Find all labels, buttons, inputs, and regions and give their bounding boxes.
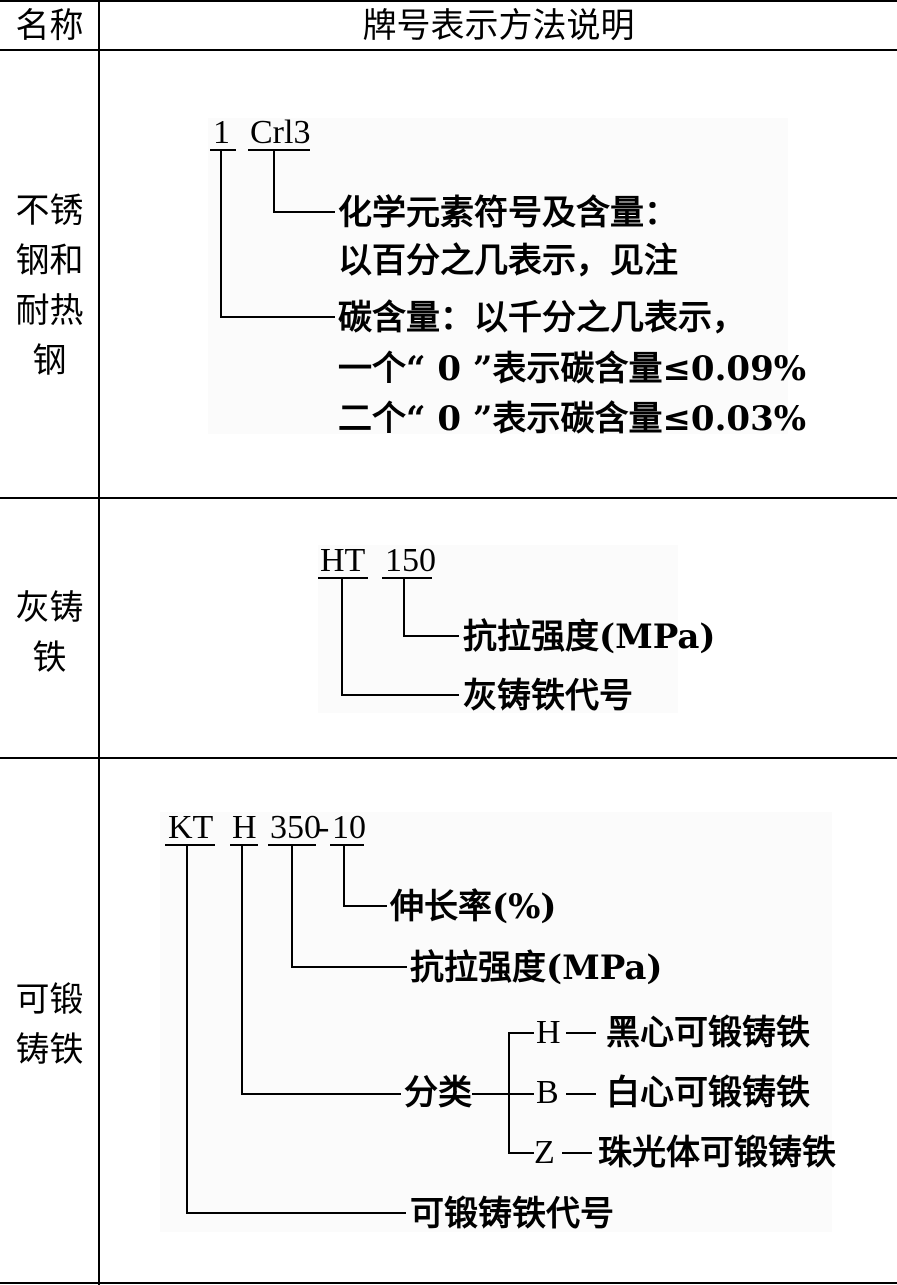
row2-tensile-label: 抗拉强度(MPa) bbox=[463, 617, 716, 657]
row1-connector bbox=[220, 316, 335, 318]
table-top-border bbox=[0, 0, 897, 2]
row1-element-note: 以百分之几表示，见注 bbox=[338, 241, 678, 281]
row1-code-part-1: 1 bbox=[213, 114, 230, 151]
row3-diagram-panel bbox=[160, 812, 832, 1232]
row2-connector bbox=[403, 635, 459, 637]
row3-connector bbox=[186, 1212, 406, 1214]
row2-code-label: 灰铸铁代号 bbox=[463, 676, 633, 716]
row3-underline-2 bbox=[230, 844, 258, 846]
row3-underline-1 bbox=[165, 844, 215, 846]
row2-underline-2 bbox=[382, 577, 432, 579]
row3-code-label: 可锻铸铁代号 bbox=[410, 1194, 614, 1234]
row3-bracket bbox=[508, 1152, 534, 1154]
row3-dash bbox=[562, 1152, 592, 1154]
row1-connector bbox=[273, 211, 335, 213]
row3-h-label: 黑心可锻铸铁 bbox=[606, 1013, 810, 1053]
row1-connector bbox=[273, 149, 275, 213]
row3-bracket bbox=[508, 1032, 534, 1034]
row2-connector bbox=[403, 577, 405, 637]
row3-code-part-3: 350 bbox=[270, 809, 321, 846]
row3-connector bbox=[291, 966, 407, 968]
row3-elongation-label: 伸长率(%) bbox=[390, 887, 557, 927]
table-bottom-border bbox=[0, 1282, 897, 1284]
row3-z-code: Z bbox=[534, 1134, 555, 1171]
row1-underline-2 bbox=[248, 149, 310, 151]
header-bottom-border bbox=[0, 49, 897, 51]
row1-carbon-one-zero: 一个“ 0 ”表示碳含量≤0.09% bbox=[338, 349, 807, 389]
column-divider bbox=[98, 0, 100, 1285]
row3-connector bbox=[241, 1093, 401, 1095]
row1-element-label: 化学元素符号及含量： bbox=[338, 193, 678, 233]
row2-connector bbox=[341, 694, 459, 696]
row1-code-part-2: Crl3 bbox=[250, 114, 311, 151]
row3-code-part-4: 10 bbox=[332, 809, 366, 846]
row2-code-part-1: HT bbox=[320, 542, 366, 579]
row2-connector bbox=[341, 577, 343, 696]
row3-connector bbox=[241, 844, 243, 1095]
row1-connector bbox=[220, 149, 222, 318]
row3-connector bbox=[291, 844, 293, 968]
row3-code-part-1: KT bbox=[168, 809, 214, 846]
row3-code-dash: - bbox=[318, 809, 330, 846]
row1-carbon-label: 碳含量：以千分之几表示， bbox=[338, 298, 746, 338]
row1-name: 不锈 钢和 耐热 钢 bbox=[15, 191, 84, 381]
row3-connector bbox=[343, 844, 345, 907]
row3-bracket bbox=[472, 1093, 510, 1095]
header-name: 名称 bbox=[15, 6, 84, 46]
row3-underline-4 bbox=[330, 844, 364, 846]
row3-z-label: 珠光体可锻铸铁 bbox=[598, 1133, 836, 1173]
row2-diagram-panel bbox=[318, 545, 678, 713]
row3-h-code: H bbox=[536, 1014, 561, 1051]
row-divider-1 bbox=[0, 497, 897, 499]
row3-bracket bbox=[508, 1093, 534, 1095]
row3-name: 可锻 铸铁 bbox=[15, 980, 84, 1070]
row1-underline-1 bbox=[210, 149, 236, 151]
row1-diagram-panel bbox=[208, 118, 788, 434]
row2-underline-1 bbox=[318, 577, 368, 579]
header-description: 牌号表示方法说明 bbox=[362, 6, 635, 46]
row3-b-code: B bbox=[536, 1074, 559, 1111]
row3-dash bbox=[566, 1032, 596, 1034]
row2-code-part-2: 150 bbox=[385, 542, 436, 579]
row3-tensile-label: 抗拉强度(MPa) bbox=[410, 948, 663, 988]
row3-code-part-2: H bbox=[232, 809, 257, 846]
row-divider-2 bbox=[0, 757, 897, 759]
row3-classify-label: 分类 bbox=[404, 1073, 472, 1113]
row2-name: 灰铸 铁 bbox=[15, 588, 84, 678]
row3-b-label: 白心可锻铸铁 bbox=[606, 1073, 810, 1113]
row3-connector bbox=[186, 844, 188, 1214]
row1-carbon-two-zero: 二个“ 0 ”表示碳含量≤0.03% bbox=[338, 399, 807, 439]
row3-dash bbox=[566, 1093, 596, 1095]
row3-connector bbox=[343, 905, 387, 907]
